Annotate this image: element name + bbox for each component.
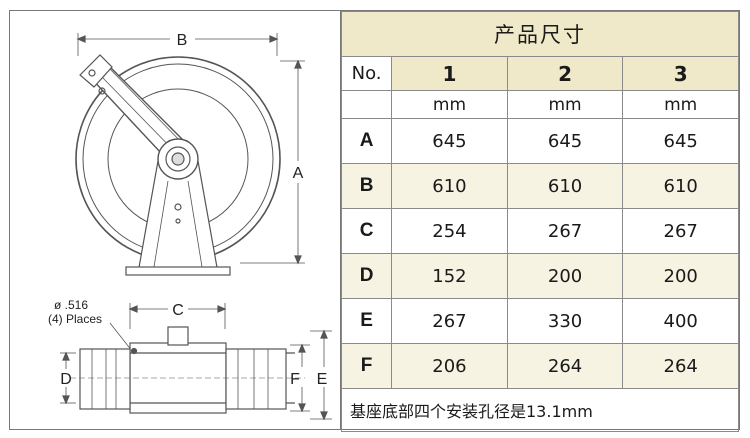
dim-label-a: A bbox=[293, 165, 304, 182]
table-row: C 254 267 267 bbox=[340, 208, 739, 254]
row-value: 206 bbox=[391, 343, 508, 389]
row-value: 267 bbox=[506, 208, 624, 254]
row-value: 330 bbox=[506, 298, 624, 344]
row-label: F bbox=[340, 343, 393, 389]
row-value: 610 bbox=[506, 163, 624, 209]
header-col-1: 1 bbox=[391, 56, 508, 91]
unit-col-3: mm bbox=[622, 90, 739, 119]
row-value: 645 bbox=[622, 118, 739, 164]
row-value: 200 bbox=[622, 253, 739, 299]
row-value: 267 bbox=[622, 208, 739, 254]
row-value: 400 bbox=[622, 298, 739, 344]
technical-drawing: B A ø .516 (4) Places C D F E bbox=[10, 11, 341, 429]
table-row: B 610 610 610 bbox=[340, 163, 739, 209]
hole-count-label: (4) Places bbox=[48, 312, 102, 326]
row-label: B bbox=[340, 163, 393, 209]
row-value: 267 bbox=[391, 298, 508, 344]
spec-table: 产品尺寸 No. 1 2 3 mm mm mm A 645 645 645 B … bbox=[340, 11, 739, 432]
units-row: mm mm mm bbox=[340, 90, 739, 119]
units-blank bbox=[340, 90, 393, 119]
header-col-3: 3 bbox=[622, 56, 739, 91]
table-title: 产品尺寸 bbox=[341, 11, 739, 57]
dim-label-b: B bbox=[177, 32, 188, 49]
row-label: C bbox=[340, 208, 393, 254]
row-value: 645 bbox=[506, 118, 624, 164]
row-value: 610 bbox=[622, 163, 739, 209]
dim-label-f: F bbox=[290, 371, 300, 388]
header-row: No. 1 2 3 bbox=[340, 56, 739, 91]
row-value: 254 bbox=[391, 208, 508, 254]
unit-col-1: mm bbox=[391, 90, 508, 119]
dim-label-e: E bbox=[317, 371, 328, 388]
row-value: 645 bbox=[391, 118, 508, 164]
row-value: 610 bbox=[391, 163, 508, 209]
table-row: E 267 330 400 bbox=[340, 298, 739, 344]
row-value: 264 bbox=[506, 343, 624, 389]
row-label: A bbox=[340, 118, 393, 164]
unit-col-2: mm bbox=[506, 90, 624, 119]
spec-table-panel: 产品尺寸 No. 1 2 3 mm mm mm A 645 645 645 B … bbox=[340, 11, 739, 432]
row-label: E bbox=[340, 298, 393, 344]
drawing-svg: B A ø .516 (4) Places C D F E bbox=[48, 32, 332, 421]
row-value: 152 bbox=[391, 253, 508, 299]
dim-label-d: D bbox=[60, 371, 72, 388]
table-row: A 645 645 645 bbox=[340, 118, 739, 164]
header-no: No. bbox=[340, 56, 393, 91]
row-label: D bbox=[340, 253, 393, 299]
table-row: F 206 264 264 bbox=[340, 343, 739, 389]
table-row: D 152 200 200 bbox=[340, 253, 739, 299]
hole-diameter-label: ø .516 bbox=[54, 298, 88, 312]
mounting-hole-note: 基座底部四个安装孔径是13.1mm bbox=[341, 388, 739, 432]
row-value: 264 bbox=[622, 343, 739, 389]
row-value: 200 bbox=[506, 253, 624, 299]
header-col-2: 2 bbox=[506, 56, 624, 91]
dim-label-c: C bbox=[172, 302, 184, 319]
